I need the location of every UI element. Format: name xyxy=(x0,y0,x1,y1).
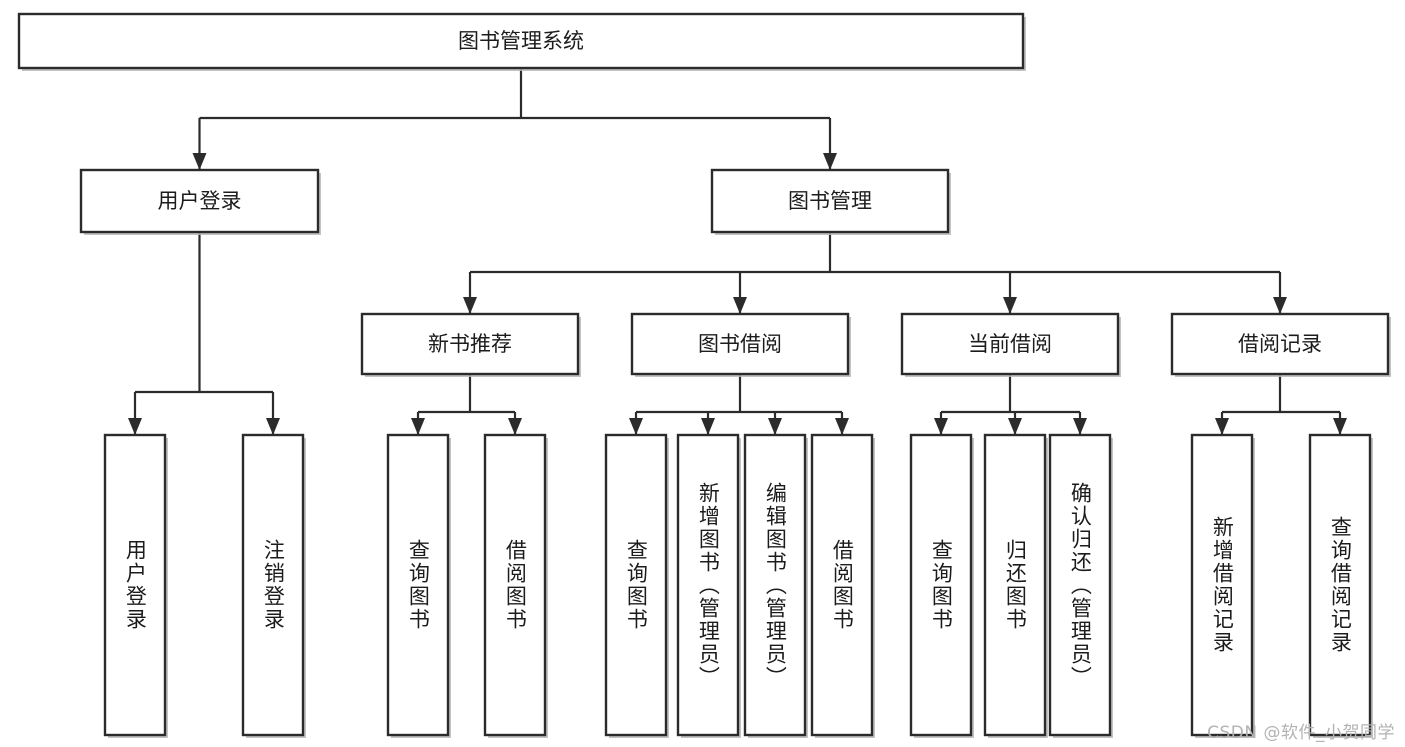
node-label-level3-0: 新书推荐 xyxy=(428,332,512,356)
node-leaf-4[interactable] xyxy=(604,433,668,737)
node-level3-2[interactable] xyxy=(900,312,1120,376)
node-label-level3-3: 借阅记录 xyxy=(1238,332,1322,356)
edge-arrow-head xyxy=(128,418,142,435)
node-level3-1[interactable] xyxy=(630,312,850,376)
edges-layer xyxy=(128,68,1347,435)
node-level3-3[interactable] xyxy=(1170,312,1390,376)
node-leaf-8[interactable] xyxy=(909,433,973,737)
edge-arrow-head xyxy=(835,418,849,435)
edge-arrow-head xyxy=(1333,418,1347,435)
edge-arrow-head xyxy=(1003,297,1017,314)
node-level2-0[interactable] xyxy=(79,168,320,234)
node-leaf-5[interactable] xyxy=(676,433,740,737)
edge-arrow-head xyxy=(1073,418,1087,435)
boxes-layer xyxy=(17,12,1391,738)
node-leaf-9[interactable] xyxy=(983,433,1047,737)
edge-arrow-head xyxy=(1008,418,1022,435)
edge-arrow-head xyxy=(463,297,477,314)
edge-arrow-head xyxy=(508,418,522,435)
edge-arrow-head xyxy=(1215,418,1229,435)
node-label-root: 图书管理系统 xyxy=(458,29,584,53)
edge-arrow-head xyxy=(823,153,837,170)
node-leaf-10[interactable] xyxy=(1048,433,1112,737)
csdn-watermark: CSDN @软件_小贺同学 xyxy=(1207,723,1395,743)
node-level3-0[interactable] xyxy=(360,312,580,376)
edge-arrow-head xyxy=(701,418,715,435)
edge-arrow-head xyxy=(629,418,643,435)
node-root-图书管理系统[interactable] xyxy=(17,12,1025,70)
edge-arrow-head xyxy=(411,418,425,435)
edge-arrow-head xyxy=(934,418,948,435)
node-leaf-6[interactable] xyxy=(743,433,807,737)
edge-arrow-head xyxy=(266,418,280,435)
node-leaf-0[interactable] xyxy=(103,433,167,737)
node-leaf-2[interactable] xyxy=(386,433,450,737)
node-label-level2-0: 用户登录 xyxy=(158,189,242,213)
node-level2-1[interactable] xyxy=(710,168,950,234)
edge-arrow-head xyxy=(768,418,782,435)
node-leaf-11[interactable] xyxy=(1190,433,1254,737)
node-leaf-1[interactable] xyxy=(241,433,305,737)
node-leaf-12[interactable] xyxy=(1308,433,1372,737)
node-leaf-3[interactable] xyxy=(483,433,547,737)
edge-arrow-head xyxy=(192,153,207,170)
node-label-level3-2: 当前借阅 xyxy=(968,332,1052,356)
node-label-level3-1: 图书借阅 xyxy=(698,332,782,356)
node-leaf-7[interactable] xyxy=(810,433,874,737)
node-label-level2-1: 图书管理 xyxy=(788,189,872,213)
edge-arrow-head xyxy=(1273,297,1287,314)
edge-arrow-head xyxy=(733,297,747,314)
